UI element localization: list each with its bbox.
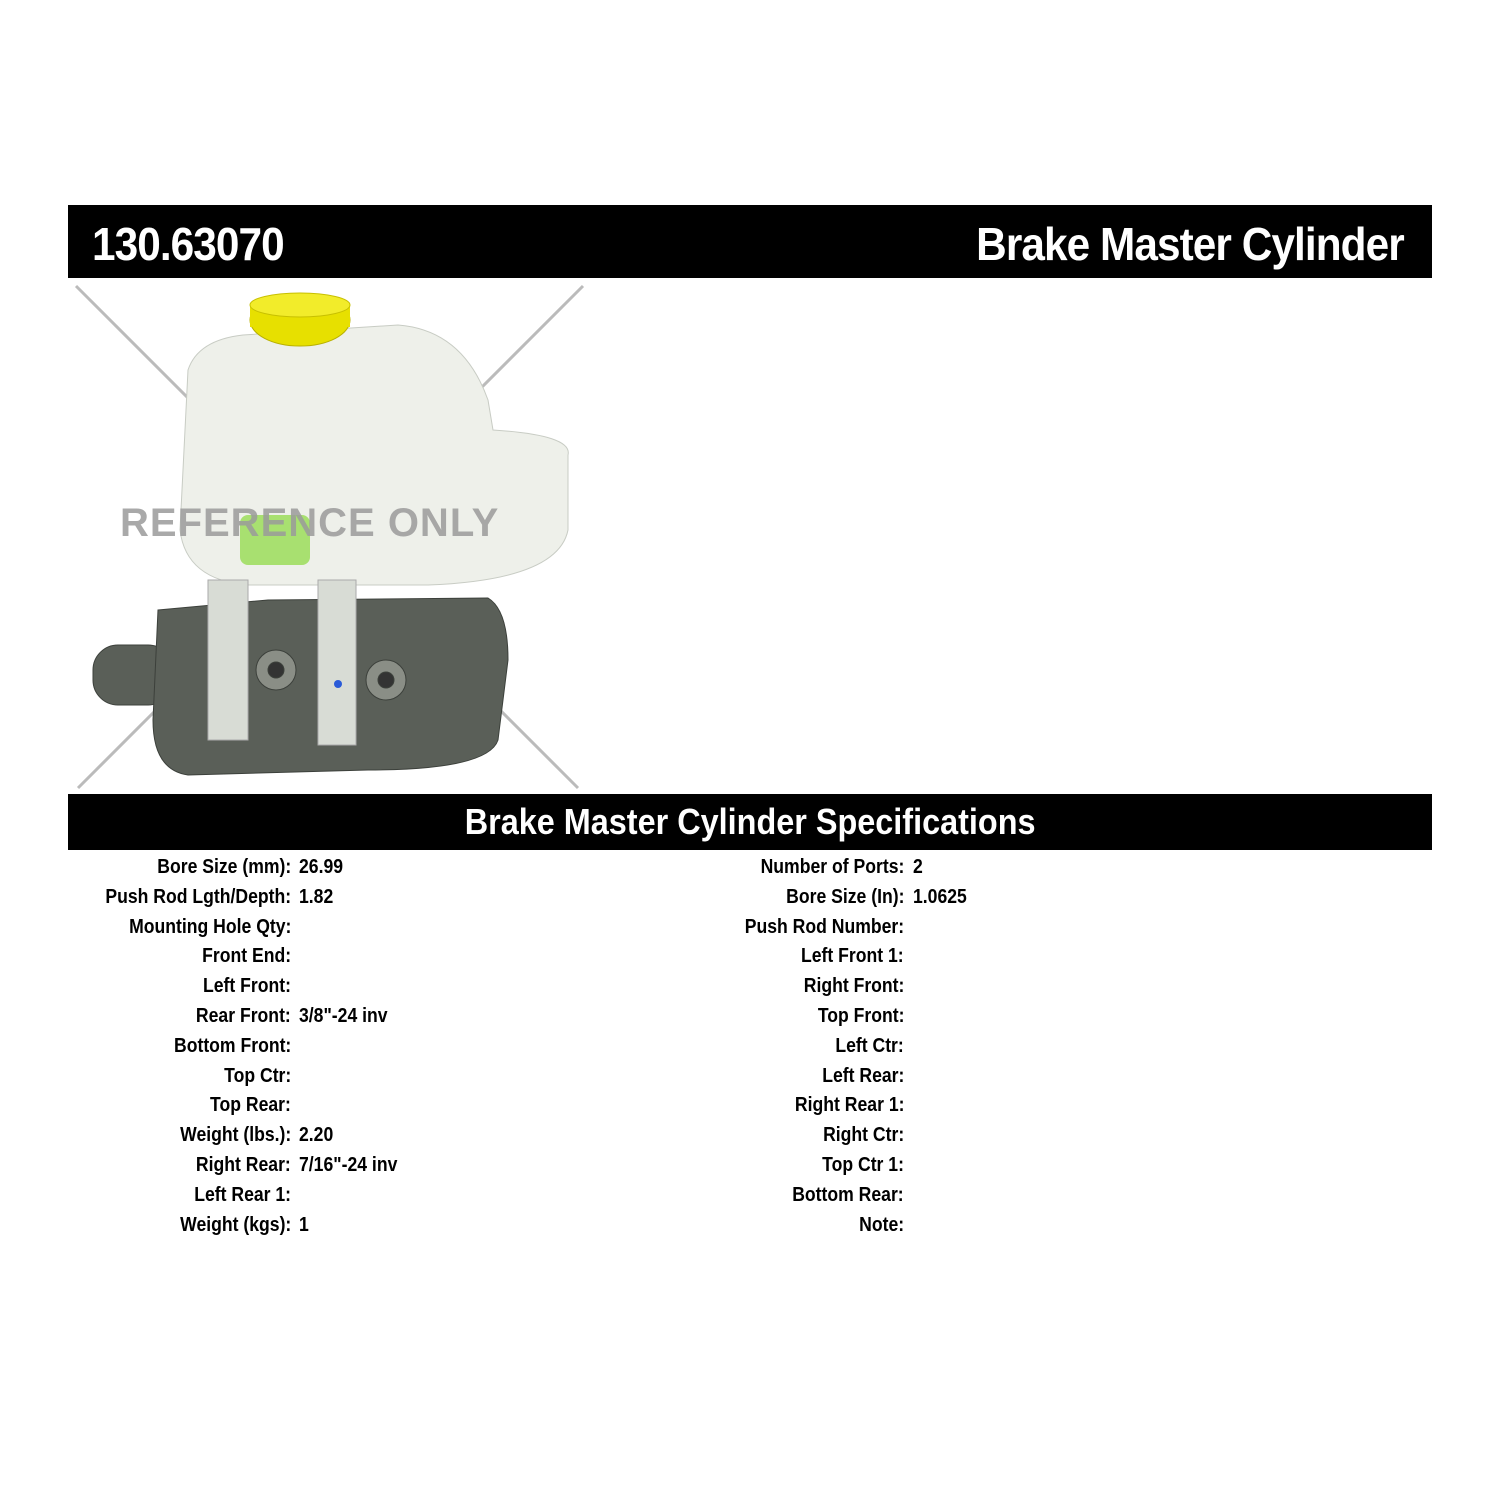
spec-row: Top Front: <box>0 1002 1500 1031</box>
spec-row: Right Rear: 7/16"-24 inv <box>0 1151 1500 1180</box>
spec-row: Number of Ports: 2 <box>0 853 1500 882</box>
spec-row: Top Rear: <box>0 1091 1500 1120</box>
spec-label: Rear Front: <box>196 1005 291 1027</box>
product-name: Brake Master Cylinder <box>976 218 1405 270</box>
part-number: 130.63070 <box>92 218 285 270</box>
spec-value: 3/8"-24 inv <box>299 1005 388 1027</box>
spec-row: Left Ctr: <box>0 1032 1500 1061</box>
spec-row: Note: <box>0 1211 1500 1240</box>
spec-label: Left Ctr: <box>835 1034 904 1057</box>
spec-row: Front End: <box>0 942 1500 971</box>
spec-label: Right Rear 1: <box>794 1094 904 1117</box>
spec-row: Weight (lbs.): 2.20 <box>0 1121 1500 1150</box>
spec-label: Left Front: <box>203 975 291 998</box>
spec-label: Top Ctr 1: <box>822 1154 904 1176</box>
spec-label: Bottom Rear: <box>792 1183 904 1206</box>
spec-label: Left Rear: <box>821 1064 904 1087</box>
spec-value: 1.82 <box>299 885 334 908</box>
specifications-title: Brake Master Cylinder Specifications <box>464 801 1036 842</box>
spec-label: Bottom Front: <box>173 1034 291 1057</box>
spec-label: Mounting Hole Qty: <box>128 915 291 938</box>
spec-row: Left Front 1: <box>0 942 1500 971</box>
spec-label: Number of Ports: <box>760 856 904 878</box>
spec-label: Right Rear: <box>196 1154 291 1176</box>
spec-label: Top Front: <box>817 1005 904 1027</box>
spec-value: 1.0625 <box>913 885 967 908</box>
spec-row: Right Rear 1: <box>0 1091 1500 1120</box>
spec-value: 7/16"-24 inv <box>299 1154 398 1176</box>
cylinder-body <box>92 579 509 776</box>
spec-label: Push Rod Lgth/Depth: <box>105 885 291 908</box>
spec-row: Left Rear 1: <box>0 1181 1500 1210</box>
spec-label: Left Front 1: <box>801 945 904 968</box>
spec-label: Right Front: <box>803 975 904 998</box>
spec-label: Bore Size (mm): <box>157 856 291 878</box>
spec-value: 2 <box>913 856 923 878</box>
watermark-text: REFERENCE ONLY <box>120 501 499 545</box>
spec-label: Right Ctr: <box>822 1124 904 1147</box>
spec-value: 26.99 <box>299 856 344 878</box>
spec-label: Left Rear 1: <box>194 1183 291 1206</box>
spec-row: Rear Front: 3/8"-24 inv <box>0 1002 1500 1031</box>
spec-row: Right Ctr: <box>0 1121 1500 1150</box>
spec-row: Bottom Front: <box>0 1032 1500 1061</box>
spec-row: Weight (kgs): 1 <box>0 1211 1500 1240</box>
spec-label: Top Rear: <box>210 1094 291 1117</box>
spec-row: Top Ctr: <box>0 1062 1500 1091</box>
spec-row: Left Rear: <box>0 1062 1500 1091</box>
spec-label: Push Rod Number: <box>744 915 904 938</box>
spec-row: Push Rod Number: <box>0 913 1500 942</box>
reservoir <box>179 292 569 586</box>
spec-row: Top Ctr 1: <box>0 1151 1500 1180</box>
spec-row: Bore Size (In): 1.0625 <box>0 883 1500 912</box>
spec-row: Bore Size (mm): 26.99 <box>0 853 1500 882</box>
spec-value: 1 <box>299 1213 309 1236</box>
spec-row: Right Front: <box>0 972 1500 1001</box>
spec-row: Mounting Hole Qty: <box>0 913 1500 942</box>
spec-row: Push Rod Lgth/Depth: 1.82 <box>0 883 1500 912</box>
spec-label: Bore Size (In): <box>785 885 904 908</box>
spec-label: Weight (lbs.): <box>179 1124 291 1147</box>
specifications-header: Brake Master Cylinder Specifications <box>68 794 1432 850</box>
spec-label: Front End: <box>202 945 291 968</box>
spec-row: Left Front: <box>0 972 1500 1001</box>
spec-value: 2.20 <box>299 1124 334 1147</box>
title-bar: 130.63070 Brake Master Cylinder <box>68 205 1432 278</box>
spec-row: Bottom Rear: <box>0 1181 1500 1210</box>
spec-label: Note: <box>859 1213 904 1236</box>
spec-label: Top Ctr: <box>223 1064 291 1087</box>
product-image: REFERENCE ONLY <box>74 284 585 790</box>
spec-label: Weight (kgs): <box>179 1213 291 1236</box>
